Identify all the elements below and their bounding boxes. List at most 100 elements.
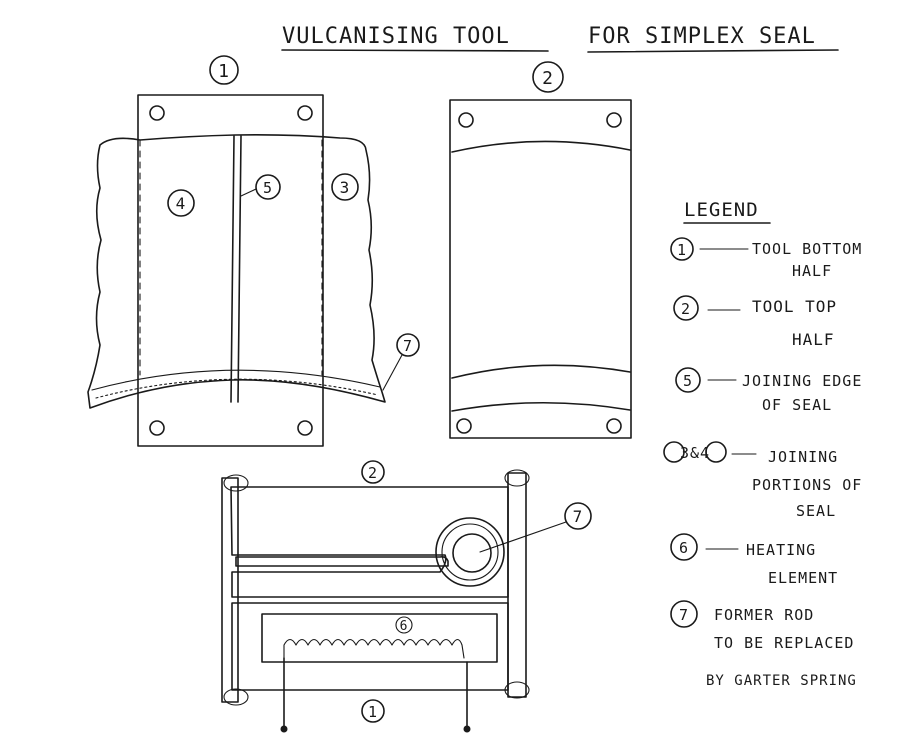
legend-item-line: BY GARTER SPRING [706, 673, 857, 689]
title-underline-1 [281, 49, 549, 52]
callout-1-marker [361, 699, 385, 723]
heating-element-cavity [261, 613, 498, 663]
callout-2-marker [361, 460, 385, 484]
legend-item-marker [673, 295, 699, 321]
legend-item-line: JOINING EDGE [742, 372, 862, 390]
legend-item: 5 JOINING EDGE OF SEAL [675, 367, 862, 414]
legend-item-line: HALF [792, 262, 832, 280]
legend-item: 3&4 JOINING PORTIONS OF SEAL [663, 441, 862, 520]
legend-item: 1 TOOL BOTTOM HALF [670, 237, 862, 280]
legend-item-marker [705, 441, 727, 463]
callout-3-marker [331, 173, 359, 201]
callout-7-top: 7 [403, 337, 413, 355]
callout-7-section: 7 [573, 507, 584, 526]
seal-sheet-outline [87, 134, 386, 409]
seal-bead-ring [441, 523, 499, 581]
legend-item-number: 2 [681, 300, 691, 318]
legend-item-marker [670, 600, 698, 628]
callout-5-leader [240, 188, 257, 197]
legend-item-marker [670, 533, 698, 561]
bolt-hole [297, 105, 313, 121]
legend-item-number: 5 [683, 372, 693, 390]
callout-6-section: 6 [400, 619, 409, 634]
groove-bottom-2 [451, 401, 631, 412]
bolt-head [223, 474, 249, 492]
coil-terminal-left [280, 725, 288, 733]
title-part2: FOR SIMPLEX SEAL [588, 24, 816, 49]
view-1-marker [209, 55, 239, 85]
joining-edge-line [237, 135, 242, 403]
legend-item-marker [675, 367, 701, 393]
legend-item-number: 1 [677, 241, 687, 259]
seal-bead-dotted [95, 378, 379, 399]
bolt-hole [458, 112, 474, 128]
callout-4-marker [167, 189, 195, 217]
legend-item-line: HEATING [746, 541, 816, 559]
callout-1-section: 1 [368, 703, 378, 721]
callout-5-marker [255, 174, 281, 200]
view-2-top-half: 2 [449, 61, 632, 439]
bolt-hole [456, 418, 472, 434]
legend-item: 6 HEATING ELEMENT [670, 533, 838, 587]
view-2-marker [532, 61, 564, 93]
title-part1: VULCANISING TOOL [282, 24, 510, 49]
legend-item-line: HALF [792, 330, 835, 349]
bolt-hole [606, 418, 622, 434]
groove-bottom-1 [451, 364, 631, 379]
legend-item-line: OF SEAL [762, 396, 832, 414]
legend: LEGEND 1 TOOL BOTTOM HALF 2 TOOL TOP HAL… [663, 199, 862, 689]
legend-item-line: ELEMENT [768, 569, 838, 587]
bolt-hole [149, 420, 165, 436]
legend-item-line: FORMER ROD [714, 606, 814, 624]
callout-7-section-marker [564, 502, 592, 530]
coil-terminal-right [463, 725, 471, 733]
former-rod [452, 533, 492, 573]
callout-5: 5 [263, 179, 273, 197]
callout-3: 3 [340, 178, 351, 197]
cross-section: 2 7 6 1 [221, 460, 592, 733]
legend-item-line: JOINING [768, 448, 838, 466]
legend-heading: LEGEND [684, 199, 759, 221]
bolt-left [221, 477, 239, 703]
bolt-nut [504, 681, 530, 699]
bolt-hole [149, 105, 165, 121]
view-2-number: 2 [542, 68, 554, 89]
bolt-hole [606, 112, 622, 128]
view-1-number: 1 [218, 61, 230, 82]
callout-7-marker [396, 333, 420, 357]
legend-item-marker [663, 441, 685, 463]
callout-2-section: 2 [368, 464, 378, 482]
bottom-plate-outline [137, 94, 324, 447]
heating-coil [283, 638, 465, 659]
legend-item-marker [670, 237, 694, 261]
groove-top [451, 140, 631, 153]
seal-bead-band [91, 369, 381, 391]
legend-item: 2 TOOL TOP HALF [673, 295, 837, 349]
bolt-hole [297, 420, 313, 436]
title: VULCANISING TOOL FOR SIMPLEX SEAL [281, 24, 839, 53]
top-plate-outline [449, 99, 632, 439]
title-underline-2 [587, 49, 839, 53]
legend-item-line: TOOL TOP [752, 297, 837, 316]
legend-item-number: 3&4 [680, 444, 710, 462]
former-rod-cavity [435, 517, 505, 587]
joining-edge-line [230, 135, 235, 403]
bolt-nut [223, 688, 249, 706]
legend-item-number: 7 [679, 606, 689, 624]
legend-item-line: SEAL [796, 502, 836, 520]
bolt-right [507, 472, 527, 698]
callout-6-marker [395, 616, 413, 634]
bolt-head [504, 469, 530, 487]
legend-item-line: PORTIONS OF [752, 476, 862, 494]
callout-4: 4 [176, 194, 187, 213]
callout-7-leader [382, 354, 403, 391]
view-1-bottom-half: 1 4 5 3 7 [87, 55, 420, 447]
legend-item-number: 6 [679, 539, 689, 557]
legend-item-line: TOOL BOTTOM [752, 240, 862, 258]
legend-item: 7 FORMER ROD TO BE REPLACED BY GARTER SP… [670, 600, 857, 689]
callout-7-section-leader [479, 521, 567, 553]
seal-channel [235, 556, 449, 567]
section-top-half [230, 486, 509, 598]
legend-item-line: TO BE REPLACED [714, 634, 854, 652]
